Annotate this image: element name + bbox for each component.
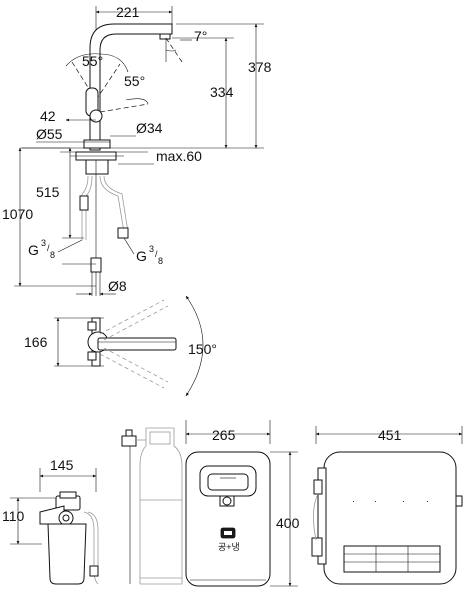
dim-110: 110 bbox=[2, 508, 25, 524]
faucet-base bbox=[83, 139, 111, 149]
filter-cartridge bbox=[47, 523, 87, 585]
dim-base-diameter: Ø55 bbox=[36, 126, 63, 142]
swivel-arc bbox=[185, 295, 204, 397]
dim-max-thickness: max.60 bbox=[156, 148, 202, 164]
thread-right-num: 3 bbox=[149, 244, 154, 254]
dim-angle-55-right: 55° bbox=[124, 73, 145, 89]
svg-text:·: · bbox=[402, 496, 405, 506]
hose-right bbox=[99, 175, 125, 233]
vent-grille bbox=[343, 545, 441, 573]
thread-left-num: 3 bbox=[41, 238, 46, 248]
dim-265: 265 bbox=[212, 427, 236, 443]
thread-left-den: 8 bbox=[50, 250, 55, 260]
co2-bottle-drawing bbox=[121, 427, 183, 585]
dim-166: 166 bbox=[24, 334, 48, 350]
dim-145: 145 bbox=[50, 457, 74, 473]
dim-angle-55-left: 55° bbox=[82, 53, 103, 69]
thread-right-label: G bbox=[136, 248, 147, 264]
dim-378: 378 bbox=[248, 59, 272, 75]
dim-angle-7: 7° bbox=[194, 28, 207, 44]
faucet-spout bbox=[89, 23, 173, 151]
faucet-drawing: 221 7° 55° 55° 42 Ø55 Ø34 bbox=[2, 4, 272, 296]
swivel-drawing: 166 150° bbox=[24, 295, 217, 397]
chiller-side-drawing: 451 · · · · bbox=[311, 426, 463, 585]
thread-left-label: G bbox=[28, 242, 39, 258]
dim-1070: 1070 bbox=[2, 206, 33, 222]
dim-451: 451 bbox=[378, 427, 402, 443]
dim-400: 400 bbox=[276, 515, 300, 531]
dim-angle-150: 150° bbox=[188, 341, 217, 357]
dim-221: 221 bbox=[116, 4, 140, 20]
chiller-label: 공+냉 bbox=[218, 542, 240, 552]
dim-334: 334 bbox=[210, 84, 234, 100]
dim-hole-diameter: Ø34 bbox=[136, 120, 163, 136]
svg-text:·: · bbox=[352, 496, 355, 506]
chiller-front-drawing: 265 공+냉 400 bbox=[185, 420, 300, 587]
dim-515: 515 bbox=[36, 184, 60, 200]
dim-42: 42 bbox=[40, 108, 56, 124]
svg-text:·: · bbox=[374, 496, 377, 506]
svg-text:/: / bbox=[47, 243, 50, 253]
svg-text:·: · bbox=[426, 496, 429, 506]
filter-drawing: 145 110 bbox=[2, 457, 99, 585]
dim-pipe-diameter: Ø8 bbox=[108, 278, 127, 294]
spout-straight bbox=[97, 337, 177, 351]
thread-right-den: 8 bbox=[158, 256, 163, 266]
svg-text:/: / bbox=[155, 249, 158, 259]
